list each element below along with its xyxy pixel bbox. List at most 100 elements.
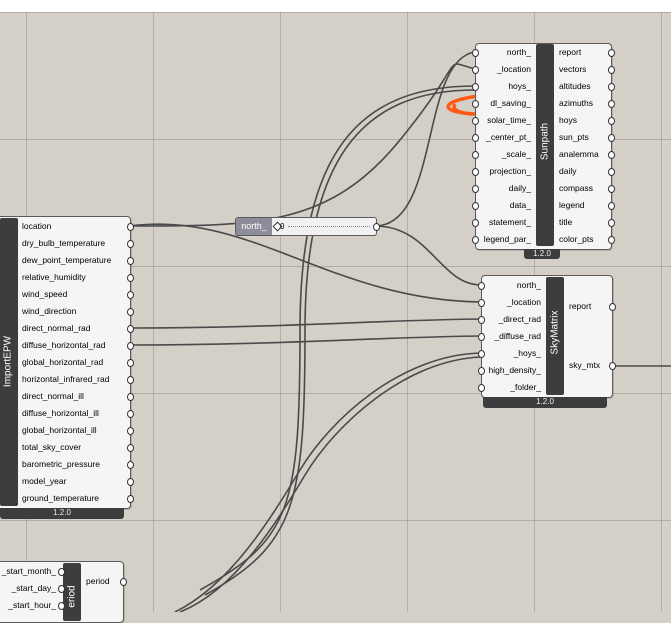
sunpath-output-grip[interactable] bbox=[608, 202, 615, 210]
sunpath-output-grip[interactable] bbox=[608, 100, 615, 108]
sky-matrix-input-grip[interactable] bbox=[478, 350, 485, 358]
import-epw-output-grip[interactable] bbox=[127, 291, 134, 299]
sunpath-input-grip[interactable] bbox=[472, 83, 479, 91]
sky-matrix-output-grip[interactable] bbox=[609, 362, 616, 370]
sky-matrix-input-grip[interactable] bbox=[478, 299, 485, 307]
sunpath-output-grip[interactable] bbox=[608, 117, 615, 125]
sky-matrix-input-grip[interactable] bbox=[478, 316, 485, 324]
import-epw-output-grip[interactable] bbox=[127, 427, 134, 435]
sunpath-input-grip[interactable] bbox=[472, 219, 479, 227]
import-epw-title: ImportEPW bbox=[2, 335, 14, 388]
slider-output-grip[interactable] bbox=[373, 223, 380, 231]
import-epw-output-grip[interactable] bbox=[127, 359, 134, 367]
sunpath-output: legend bbox=[559, 200, 585, 210]
sunpath-input: _center_pt_ bbox=[486, 132, 531, 142]
canvas-top-band bbox=[0, 0, 671, 12]
sunpath-input: data_ bbox=[509, 200, 531, 210]
sunpath-output: color_pts bbox=[559, 234, 594, 244]
import-epw-output-grip[interactable] bbox=[127, 495, 134, 503]
import-epw-output-grip[interactable] bbox=[127, 325, 134, 333]
sky-matrix-input: high_density_ bbox=[488, 365, 541, 375]
import-epw-output-grip[interactable] bbox=[127, 478, 134, 486]
import-epw-output: direct_normal_rad bbox=[22, 323, 91, 333]
import-epw-output-grip[interactable] bbox=[127, 274, 134, 282]
sunpath-output: altitudes bbox=[559, 81, 591, 91]
import-epw-output: direct_normal_ill bbox=[22, 391, 84, 401]
analysis-period-input-grip[interactable] bbox=[58, 568, 65, 576]
sky-matrix-output: sky_mtx bbox=[569, 360, 601, 370]
sunpath-input-grip[interactable] bbox=[472, 185, 479, 193]
import-epw-output: total_sky_cover bbox=[22, 442, 82, 452]
sunpath-output: title bbox=[559, 217, 573, 227]
sunpath-input: hoys_ bbox=[508, 81, 531, 91]
import-epw-output-grip[interactable] bbox=[127, 223, 134, 231]
sunpath-title-bar: Sunpath bbox=[536, 44, 554, 246]
sunpath-output: report bbox=[559, 47, 582, 57]
import-epw-output-grip[interactable] bbox=[127, 308, 134, 316]
sky-matrix-input-grip[interactable] bbox=[478, 333, 485, 341]
sky-matrix-input-grip[interactable] bbox=[478, 367, 485, 375]
slider-label: north_ bbox=[236, 218, 272, 235]
sunpath-output-grip[interactable] bbox=[608, 185, 615, 193]
import-epw-output: global_horizontal_rad bbox=[22, 357, 104, 367]
import-epw-output: relative_humidity bbox=[22, 272, 86, 282]
sunpath-input-grip[interactable] bbox=[472, 49, 479, 57]
import-epw-output: barometric_pressure bbox=[22, 459, 100, 469]
sky-matrix-input-grip[interactable] bbox=[478, 282, 485, 290]
sky-matrix-output-grip[interactable] bbox=[609, 303, 616, 311]
north-number-slider[interactable]: north_ 0 bbox=[235, 217, 380, 236]
import-epw-output: diffuse_horizontal_ill bbox=[22, 408, 99, 418]
sunpath-input-grip[interactable] bbox=[472, 66, 479, 74]
sunpath-input: projection_ bbox=[489, 166, 531, 176]
sunpath-input-grip[interactable] bbox=[472, 236, 479, 244]
sky-matrix-input-grip[interactable] bbox=[478, 384, 485, 392]
import-epw-output-grip[interactable] bbox=[127, 240, 134, 248]
sunpath-output-grip[interactable] bbox=[608, 83, 615, 91]
sky-matrix-input: _direct_rad bbox=[498, 314, 541, 324]
sky-matrix-component[interactable]: SkyMatrix north__location_direct_rad_dif… bbox=[478, 275, 618, 410]
sky-matrix-input: _folder_ bbox=[510, 382, 541, 392]
import-epw-output-grip[interactable] bbox=[127, 444, 134, 452]
analysis-period-input: _start_day_ bbox=[11, 583, 56, 593]
sunpath-input: dl_saving_ bbox=[490, 98, 531, 108]
sunpath-output-grip[interactable] bbox=[608, 66, 615, 74]
analysis-period-input: _start_month_ bbox=[1, 566, 56, 576]
analysis-period-output: period bbox=[86, 576, 110, 586]
import-epw-output-grip[interactable] bbox=[127, 410, 134, 418]
sunpath-output-grip[interactable] bbox=[608, 219, 615, 227]
sunpath-input: solar_time_ bbox=[487, 115, 531, 125]
sunpath-output-grip[interactable] bbox=[608, 151, 615, 159]
analysis-period-input: _start_hour_ bbox=[8, 600, 56, 610]
sunpath-output-grip[interactable] bbox=[608, 49, 615, 57]
sky-matrix-title-bar: SkyMatrix bbox=[546, 277, 564, 395]
analysis-period-output-grip[interactable] bbox=[120, 578, 127, 586]
import-epw-output-grip[interactable] bbox=[127, 257, 134, 265]
import-epw-output: horizontal_infrared_rad bbox=[22, 374, 110, 384]
sunpath-input-grip[interactable] bbox=[472, 134, 479, 142]
sunpath-output-grip[interactable] bbox=[608, 236, 615, 244]
import-epw-output-grip[interactable] bbox=[127, 461, 134, 469]
import-epw-output: wind_speed bbox=[22, 289, 68, 299]
slider-track[interactable] bbox=[288, 226, 370, 227]
import-epw-output: dew_point_temperature bbox=[22, 255, 112, 265]
sunpath-output: hoys bbox=[559, 115, 577, 125]
analysis-period-input-grip[interactable] bbox=[58, 585, 65, 593]
sky-matrix-input: _location bbox=[506, 297, 541, 307]
sunpath-input-grip[interactable] bbox=[472, 151, 479, 159]
sunpath-input-grip[interactable] bbox=[472, 168, 479, 176]
import-epw-output-grip[interactable] bbox=[127, 393, 134, 401]
import-epw-output-grip[interactable] bbox=[127, 376, 134, 384]
import-epw-output-grip[interactable] bbox=[127, 342, 134, 350]
sky-matrix-version: 1.2.0 bbox=[483, 397, 607, 408]
import-epw-output: ground_temperature bbox=[22, 493, 100, 503]
sunpath-input-grip[interactable] bbox=[472, 100, 479, 108]
analysis-period-input-grip[interactable] bbox=[58, 602, 65, 610]
sunpath-output-grip[interactable] bbox=[608, 134, 615, 142]
sunpath-output-grip[interactable] bbox=[608, 168, 615, 176]
sunpath-input-grip[interactable] bbox=[472, 117, 479, 125]
sky-matrix-input: _diffuse_rad bbox=[494, 331, 541, 341]
sunpath-input-grip[interactable] bbox=[472, 202, 479, 210]
analysis-period-component[interactable]: eriod _start_month__start_day__start_hou… bbox=[0, 561, 127, 623]
